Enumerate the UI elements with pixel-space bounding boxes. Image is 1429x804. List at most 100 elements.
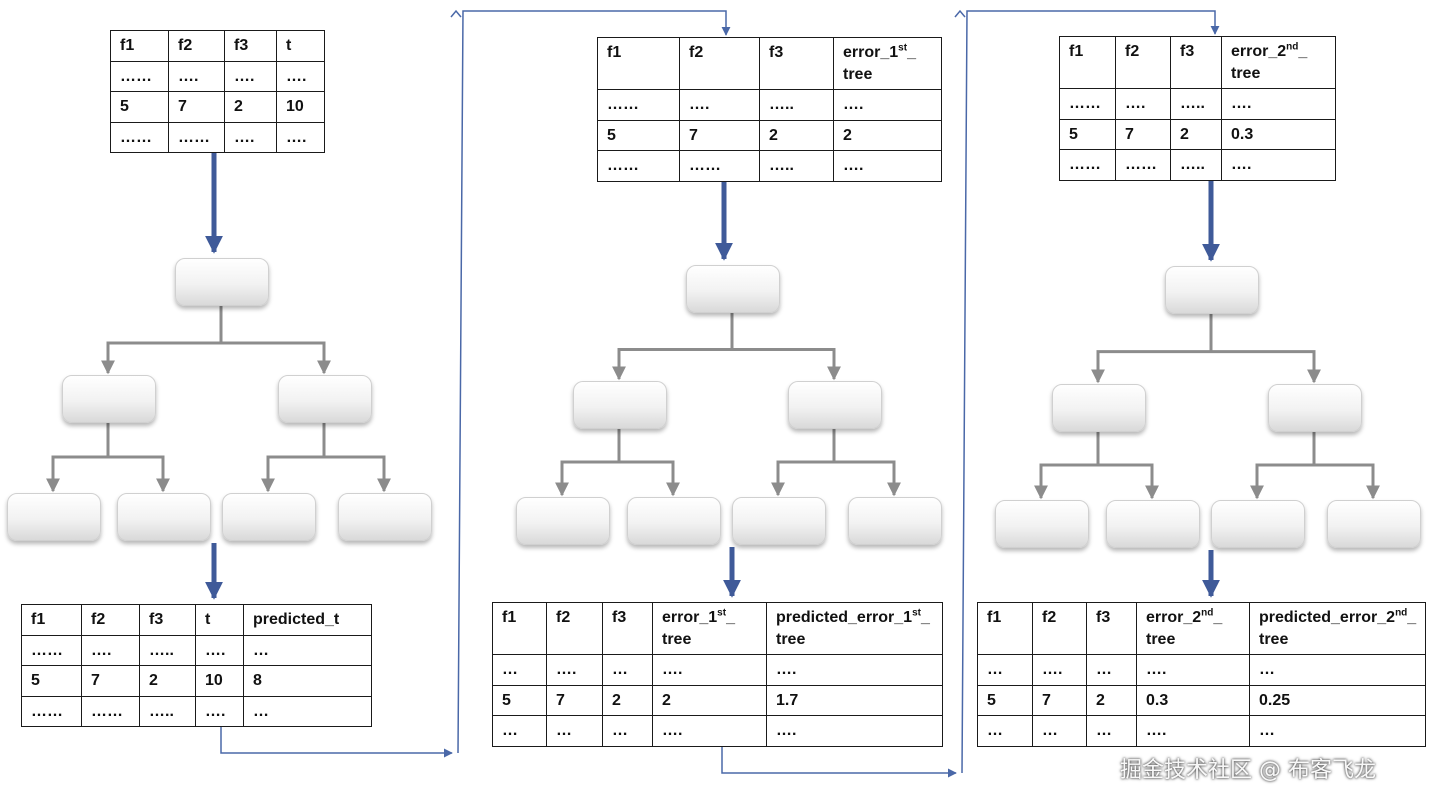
- tree-leaf-node-3-1: [995, 500, 1089, 548]
- stage-connector-top-1: [457, 10, 731, 754]
- table-cell: f2: [81, 604, 140, 636]
- table-cell: error_1st_tree: [652, 601, 767, 656]
- tree-edge-right-2: [732, 348, 841, 381]
- table-cell: …: [1086, 654, 1137, 686]
- table-row: ………….….: [492, 715, 943, 747]
- tree-leaf-node-1-2: [117, 493, 211, 541]
- table-cell: t: [276, 30, 325, 62]
- table-cell: f1: [110, 30, 169, 62]
- table-cell: ….: [652, 715, 767, 747]
- tree-edge-leaf-3-1: [1034, 463, 1098, 500]
- table-cell: …: [1248, 654, 1427, 686]
- table-cell: 2: [833, 119, 942, 152]
- table-cell: predicted_error_1st_tree: [766, 601, 943, 656]
- table-cell: ……: [110, 121, 169, 154]
- tree-edge-leaf-2-2: [619, 460, 680, 497]
- table-cell: ….: [1221, 149, 1336, 181]
- table-cell: f1: [21, 604, 82, 636]
- table-cell: error_2nd_tree: [1136, 601, 1250, 656]
- table-cell: error_1st_tree: [833, 36, 942, 91]
- table-row: ……….…..….: [597, 89, 942, 121]
- table-cell: …: [977, 654, 1033, 686]
- tree-leaf-node-3-3: [1211, 500, 1305, 548]
- table-cell: f3: [759, 36, 834, 91]
- table-cell: ….: [679, 89, 760, 121]
- table-cell: ….: [1221, 88, 1336, 120]
- table-cell: f2: [546, 601, 603, 656]
- table-cell: f3: [1086, 601, 1137, 656]
- tree-level1-node-3-2: [1268, 384, 1362, 432]
- tree-root-node-2: [686, 265, 780, 313]
- table-cell: ….: [1115, 88, 1171, 120]
- table-cell: 5: [597, 119, 680, 152]
- table-row: …….…….….: [492, 654, 943, 686]
- table-row: ……………..….: [1059, 149, 1336, 181]
- table-cell: 10: [276, 91, 325, 123]
- tree-edge-leaf-1-4: [324, 455, 391, 493]
- table-cell: f2: [1032, 601, 1087, 656]
- tree-edge-left-2: [612, 348, 732, 381]
- tree-root-node-3: [1165, 266, 1259, 314]
- table-cell: ….: [833, 89, 942, 121]
- table-cell: …..: [1170, 149, 1222, 181]
- table-cell: ….: [652, 654, 767, 686]
- table-cell: ……: [679, 150, 760, 182]
- table-cell: f2: [168, 30, 225, 62]
- tree-leaf-node-2-1: [516, 497, 610, 545]
- table-cell: ….: [195, 695, 244, 728]
- table-cell: 0.3: [1136, 684, 1250, 717]
- stage-connector-bottom-2: [721, 747, 957, 778]
- table-row: ………….…: [977, 715, 1427, 747]
- tree-edge-right-1: [221, 341, 331, 375]
- table-cell: ….: [276, 121, 325, 154]
- table-cell: f3: [602, 601, 653, 656]
- table-cell: …: [602, 654, 653, 686]
- table-cell: 5: [110, 91, 169, 123]
- table-cell: ……: [1059, 149, 1116, 181]
- table-cell: ….: [546, 654, 603, 686]
- tree-leaf-node-3-4: [1327, 500, 1421, 548]
- tree-leaf-node-1-3: [222, 493, 316, 541]
- table-cell: …: [1032, 715, 1087, 747]
- table-cell: 2: [602, 684, 653, 717]
- table-cell: …..: [759, 150, 834, 182]
- table-cell: predicted_error_2nd_tree: [1248, 601, 1427, 656]
- table-cell: ……: [597, 150, 680, 182]
- tree-level1-node-1-1: [62, 375, 156, 423]
- table-cell: 5: [1059, 118, 1116, 151]
- table-cell: ….: [168, 60, 225, 93]
- table-row: …….…….…: [977, 654, 1427, 686]
- table-cell: ….: [766, 715, 943, 747]
- table-row: ……….…..….: [1059, 88, 1336, 120]
- table-cell: …: [546, 715, 603, 747]
- table-cell: ……: [21, 695, 82, 728]
- table-cell: …: [977, 715, 1033, 747]
- tree-edge-leaf-1-3: [261, 455, 324, 493]
- table-cell: f2: [679, 36, 760, 91]
- stage-connector-tick-1: [450, 9, 462, 18]
- table-cell: 0.3: [1221, 118, 1336, 151]
- table-cell: 0.25: [1248, 684, 1427, 717]
- table-cell: …: [243, 695, 372, 728]
- table-cell: f1: [977, 601, 1033, 656]
- tree-edge-leaf-3-2: [1098, 463, 1159, 500]
- table-cell: f2: [1115, 35, 1171, 90]
- table-cell: ….: [1136, 654, 1250, 686]
- table-cell: ….: [833, 150, 942, 182]
- table-cell: 5: [21, 665, 82, 697]
- table-cell: 5: [977, 684, 1033, 717]
- table-cell: 8: [243, 665, 372, 697]
- table-cell: predicted_t: [243, 604, 372, 636]
- table-cell: …: [492, 715, 547, 747]
- table-cell: …..: [759, 89, 834, 121]
